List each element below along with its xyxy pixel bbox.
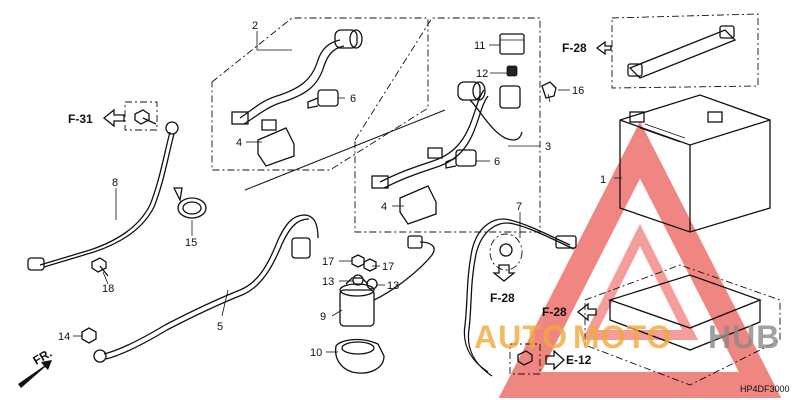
callout-13-left: 13 (322, 276, 334, 288)
watermark-text: AUTO MOTO HUB (474, 319, 780, 355)
cable-8 (27, 121, 179, 271)
battery-1 (619, 94, 771, 233)
callout-13-right: 13 (387, 280, 399, 292)
battery-tray (584, 264, 781, 386)
band-15 (172, 187, 207, 219)
ref-arrow-f28-right (576, 302, 597, 322)
callouts: 1 2 3 4 4 5 6 6 7 8 9 10 11 12 13 13 14 … (58, 20, 606, 359)
callout-6-upper: 6 (350, 93, 356, 105)
bolt-f31 (124, 101, 158, 131)
callout-9: 9 (320, 311, 326, 323)
callout-4-lower: 4 (381, 201, 387, 213)
diagram-code: HP4DF3000 (740, 384, 790, 394)
ref-f31: F-31 (68, 112, 93, 126)
callout-14: 14 (58, 331, 70, 343)
connector-cap-6-upper (307, 89, 339, 109)
callout-15: 15 (185, 237, 197, 249)
separator-line (244, 109, 446, 191)
ref-arrow-e12 (545, 349, 565, 371)
callout-1: 1 (600, 174, 606, 186)
callout-16: 16 (572, 85, 584, 97)
callout-3: 3 (545, 141, 551, 153)
watermark-word-moto: MOTO (573, 319, 672, 355)
ref-arrow-f31 (102, 108, 125, 128)
callout-6-lower: 6 (494, 156, 500, 168)
callout-18: 18 (102, 283, 114, 295)
harness-lower (371, 81, 523, 189)
nuts-13-17 (351, 254, 378, 290)
harness-upper (231, 29, 363, 131)
clip-16 (541, 81, 557, 103)
ref-arrow-f28-mid (492, 264, 516, 282)
connector-12 (506, 65, 518, 77)
callout-4-upper: 4 (236, 137, 242, 149)
starter-relay-9 (339, 277, 375, 327)
nut-14 (81, 327, 97, 344)
terminal-cover-4-lower (399, 185, 437, 225)
ref-arrow-f28-top (595, 40, 612, 56)
callout-17-right: 17 (382, 261, 394, 273)
ref-f28-top: F-28 (562, 41, 587, 55)
watermark-triangle-inner (581, 223, 699, 340)
ref-f28-mid: F-28 (490, 291, 515, 305)
bolt-18 (91, 257, 109, 277)
front-arrow (18, 360, 52, 388)
callout-12: 12 (476, 68, 488, 80)
relay-cover-10 (334, 338, 385, 374)
callout-10: 10 (310, 347, 322, 359)
relay-11 (499, 33, 525, 55)
group-box-3 (354, 17, 541, 233)
ref-f28-right: F-28 (542, 305, 567, 319)
cable-5 (93, 214, 319, 363)
leader-lines (73, 31, 622, 353)
watermark-logo (498, 121, 782, 398)
callout-17-left: 17 (322, 256, 334, 268)
callout-8: 8 (112, 177, 118, 189)
callout-11: 11 (474, 40, 485, 52)
terminal-cover-4-upper (257, 127, 295, 167)
ref-e12: E-12 (566, 353, 592, 367)
callout-2: 2 (252, 20, 258, 32)
relay-harness (373, 235, 435, 301)
callout-7: 7 (516, 201, 522, 213)
watermark-triangle-outer (498, 121, 782, 398)
watermark-word-auto: AUTO (474, 319, 568, 355)
callout-5: 5 (217, 321, 223, 333)
group-box-2 (211, 17, 429, 171)
front-label: FR. (31, 346, 55, 368)
connector-cap-6-lower (445, 149, 477, 169)
battery-strap (611, 13, 759, 89)
cable-7 (463, 218, 577, 377)
watermark-word-hub: HUB (708, 319, 780, 355)
